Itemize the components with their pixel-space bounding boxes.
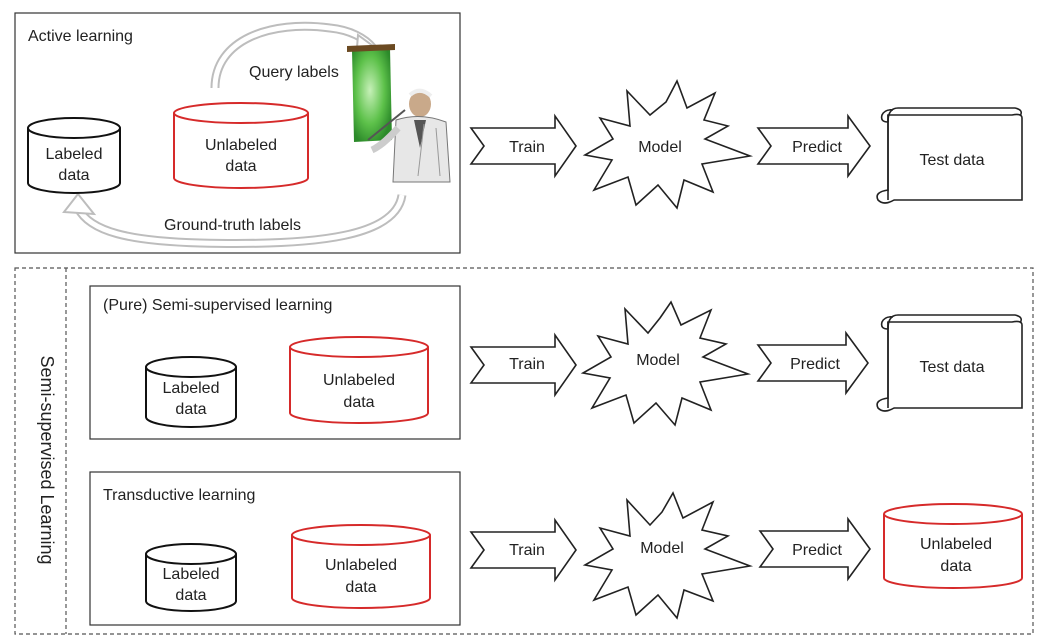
transductive-unlabeled-data-cylinder bbox=[291, 524, 431, 609]
ground-truth-labels-arrow bbox=[62, 192, 407, 248]
model-label-1: Model bbox=[638, 139, 682, 156]
ground-truth-labels-text: Ground-truth labels bbox=[164, 217, 301, 234]
model-starburst-2 bbox=[580, 300, 752, 427]
unlabeled-data-cylinder bbox=[173, 102, 309, 189]
unlabeled-data-label-line1: Unlabeled bbox=[205, 137, 277, 154]
model-label-3: Model bbox=[640, 540, 684, 557]
pure-unlabeled-label-line1: Unlabeled bbox=[323, 372, 395, 389]
active-learning-box bbox=[14, 12, 461, 254]
transductive-learning-title: Transductive learning bbox=[103, 487, 255, 504]
pure-labeled-data-cylinder bbox=[145, 356, 237, 428]
pure-labeled-label-line2: data bbox=[175, 401, 206, 418]
test-data-label-2: Test data bbox=[920, 359, 985, 376]
model-starburst-1 bbox=[582, 79, 754, 210]
model-label-2: Model bbox=[636, 352, 680, 369]
semi-supervised-dashed-box bbox=[14, 267, 1034, 635]
transductive-learning-box bbox=[89, 471, 461, 626]
labeled-data-cylinder bbox=[27, 117, 121, 194]
predict-arrow-2 bbox=[756, 330, 869, 396]
train-arrow-1 bbox=[469, 113, 577, 179]
predict-label-2: Predict bbox=[790, 356, 840, 373]
unlabeled-output-cylinder bbox=[883, 503, 1023, 589]
model-starburst-3 bbox=[582, 491, 754, 620]
transductive-unlabeled-label-line2: data bbox=[345, 579, 376, 596]
transductive-labeled-label-line2: data bbox=[175, 587, 206, 604]
unlabeled-data-label-line2: data bbox=[225, 158, 256, 175]
test-data-label-1: Test data bbox=[920, 152, 985, 169]
pure-unlabeled-data-cylinder bbox=[289, 336, 429, 424]
active-learning-title: Active learning bbox=[28, 28, 133, 45]
pure-unlabeled-label-line2: data bbox=[343, 394, 374, 411]
transductive-unlabeled-label-line1: Unlabeled bbox=[325, 557, 397, 574]
predict-label-3: Predict bbox=[792, 542, 842, 559]
unlabeled-output-label-line2: data bbox=[940, 558, 971, 575]
predict-label-1: Predict bbox=[792, 139, 842, 156]
unlabeled-output-label-line1: Unlabeled bbox=[920, 536, 992, 553]
predict-arrow-3 bbox=[758, 516, 871, 582]
train-label-1: Train bbox=[509, 139, 545, 156]
predict-arrow-1 bbox=[756, 113, 871, 179]
train-arrow-2 bbox=[469, 332, 577, 398]
train-label-3: Train bbox=[509, 542, 545, 559]
pure-semi-supervised-title: (Pure) Semi-supervised learning bbox=[103, 297, 332, 314]
train-label-2: Train bbox=[509, 356, 545, 373]
train-arrow-3 bbox=[469, 517, 577, 583]
teacher-pointing-at-board-icon bbox=[347, 44, 451, 183]
transductive-labeled-data-cylinder bbox=[145, 543, 237, 612]
pure-labeled-label-line1: Labeled bbox=[163, 380, 220, 397]
labeled-data-label-line2: data bbox=[58, 167, 89, 184]
query-labels-text: Query labels bbox=[249, 64, 339, 81]
labeled-data-label-line1: Labeled bbox=[46, 146, 103, 163]
semi-supervised-side-label: Semi-supervised Learning bbox=[37, 355, 57, 564]
pure-semi-supervised-box bbox=[89, 285, 461, 440]
scroll-document-icon bbox=[876, 107, 1023, 204]
transductive-labeled-label-line1: Labeled bbox=[163, 566, 220, 583]
scroll-document-icon-2 bbox=[876, 314, 1023, 412]
